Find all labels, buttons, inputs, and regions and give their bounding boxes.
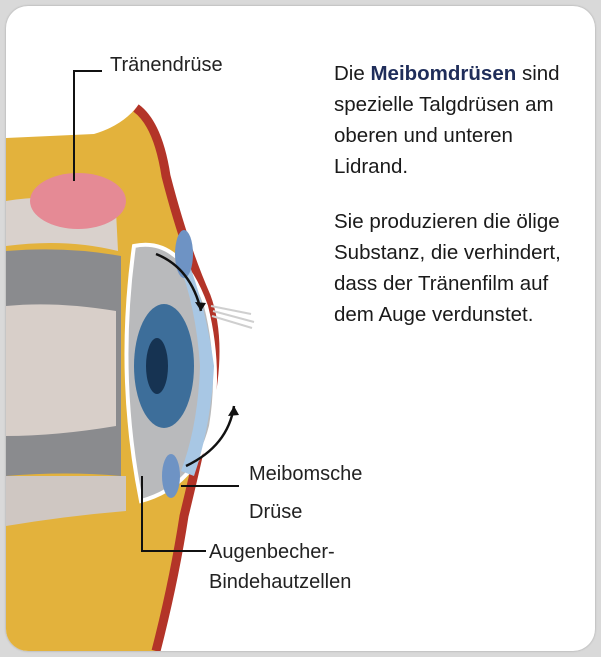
info-card: Tränendrüse Meibomsche Drüse Augenbecher…: [6, 6, 595, 651]
tear-gland-label: Tränendrüse: [110, 52, 223, 78]
pupil: [146, 338, 168, 394]
description-paragraph-2: Sie produzieren die ölige Substanz, die …: [334, 206, 589, 330]
description-p1-prefix: Die: [334, 62, 370, 85]
goblet-cells-label-line1: Augenbecher-: [209, 539, 335, 565]
description-text: Die Meibomdrüsen sind spezielle Talgdrüs…: [334, 58, 589, 354]
tear-gland: [30, 173, 126, 229]
meibom-gland-label-line2: Drüse: [249, 499, 302, 525]
upper-meibom-gland: [175, 230, 193, 278]
emphasis-meibomdruesen: Meibomdrüsen: [370, 62, 516, 85]
meibom-gland-label-line1: Meibomsche: [249, 461, 362, 487]
lower-meibom-gland: [162, 454, 180, 498]
goblet-cells-label-line2: Bindehautzellen: [209, 569, 351, 595]
optic-muscle: [6, 304, 116, 436]
description-paragraph-1: Die Meibomdrüsen sind spezielle Talgdrüs…: [334, 58, 589, 182]
